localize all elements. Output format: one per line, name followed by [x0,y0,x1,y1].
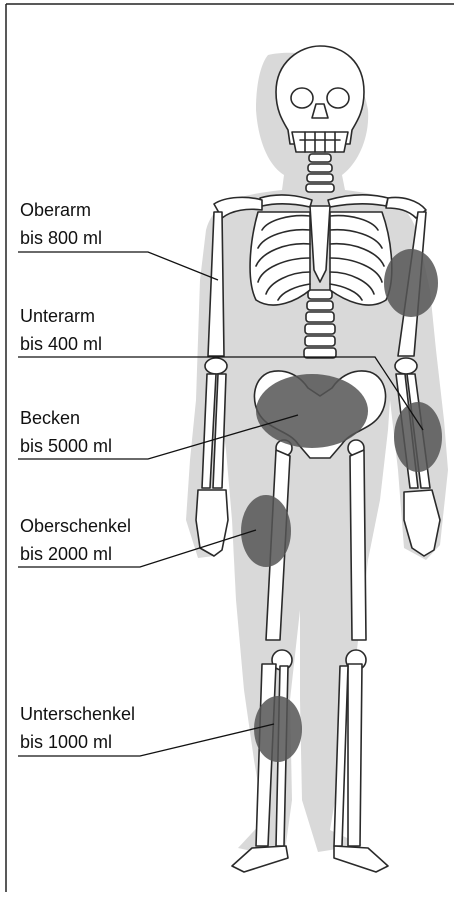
hematoma-upper-arm [384,249,438,317]
region-name-oberschenkel: Oberschenkel [20,516,131,536]
label-oberarm: Oberarm bis 800 ml [18,200,218,280]
region-volume-oberschenkel: bis 2000 ml [20,544,112,564]
label-unterschenkel: Unterschenkel bis 1000 ml [18,704,274,756]
region-volume-oberarm: bis 800 ml [20,228,102,248]
region-volume-unterarm: bis 400 ml [20,334,102,354]
leader-oberarm [18,252,218,280]
region-volume-becken: bis 5000 ml [20,436,112,456]
hematoma-lower-leg [254,696,302,762]
skull [276,46,364,152]
hematoma-pelvis [256,374,368,448]
hematoma-forearm [394,402,442,472]
region-name-becken: Becken [20,408,80,428]
region-name-unterarm: Unterarm [20,306,95,326]
hematoma-thigh [241,495,291,567]
region-name-oberarm: Oberarm [20,200,91,220]
region-name-unterschenkel: Unterschenkel [20,704,135,724]
region-volume-unterschenkel: bis 1000 ml [20,732,112,752]
